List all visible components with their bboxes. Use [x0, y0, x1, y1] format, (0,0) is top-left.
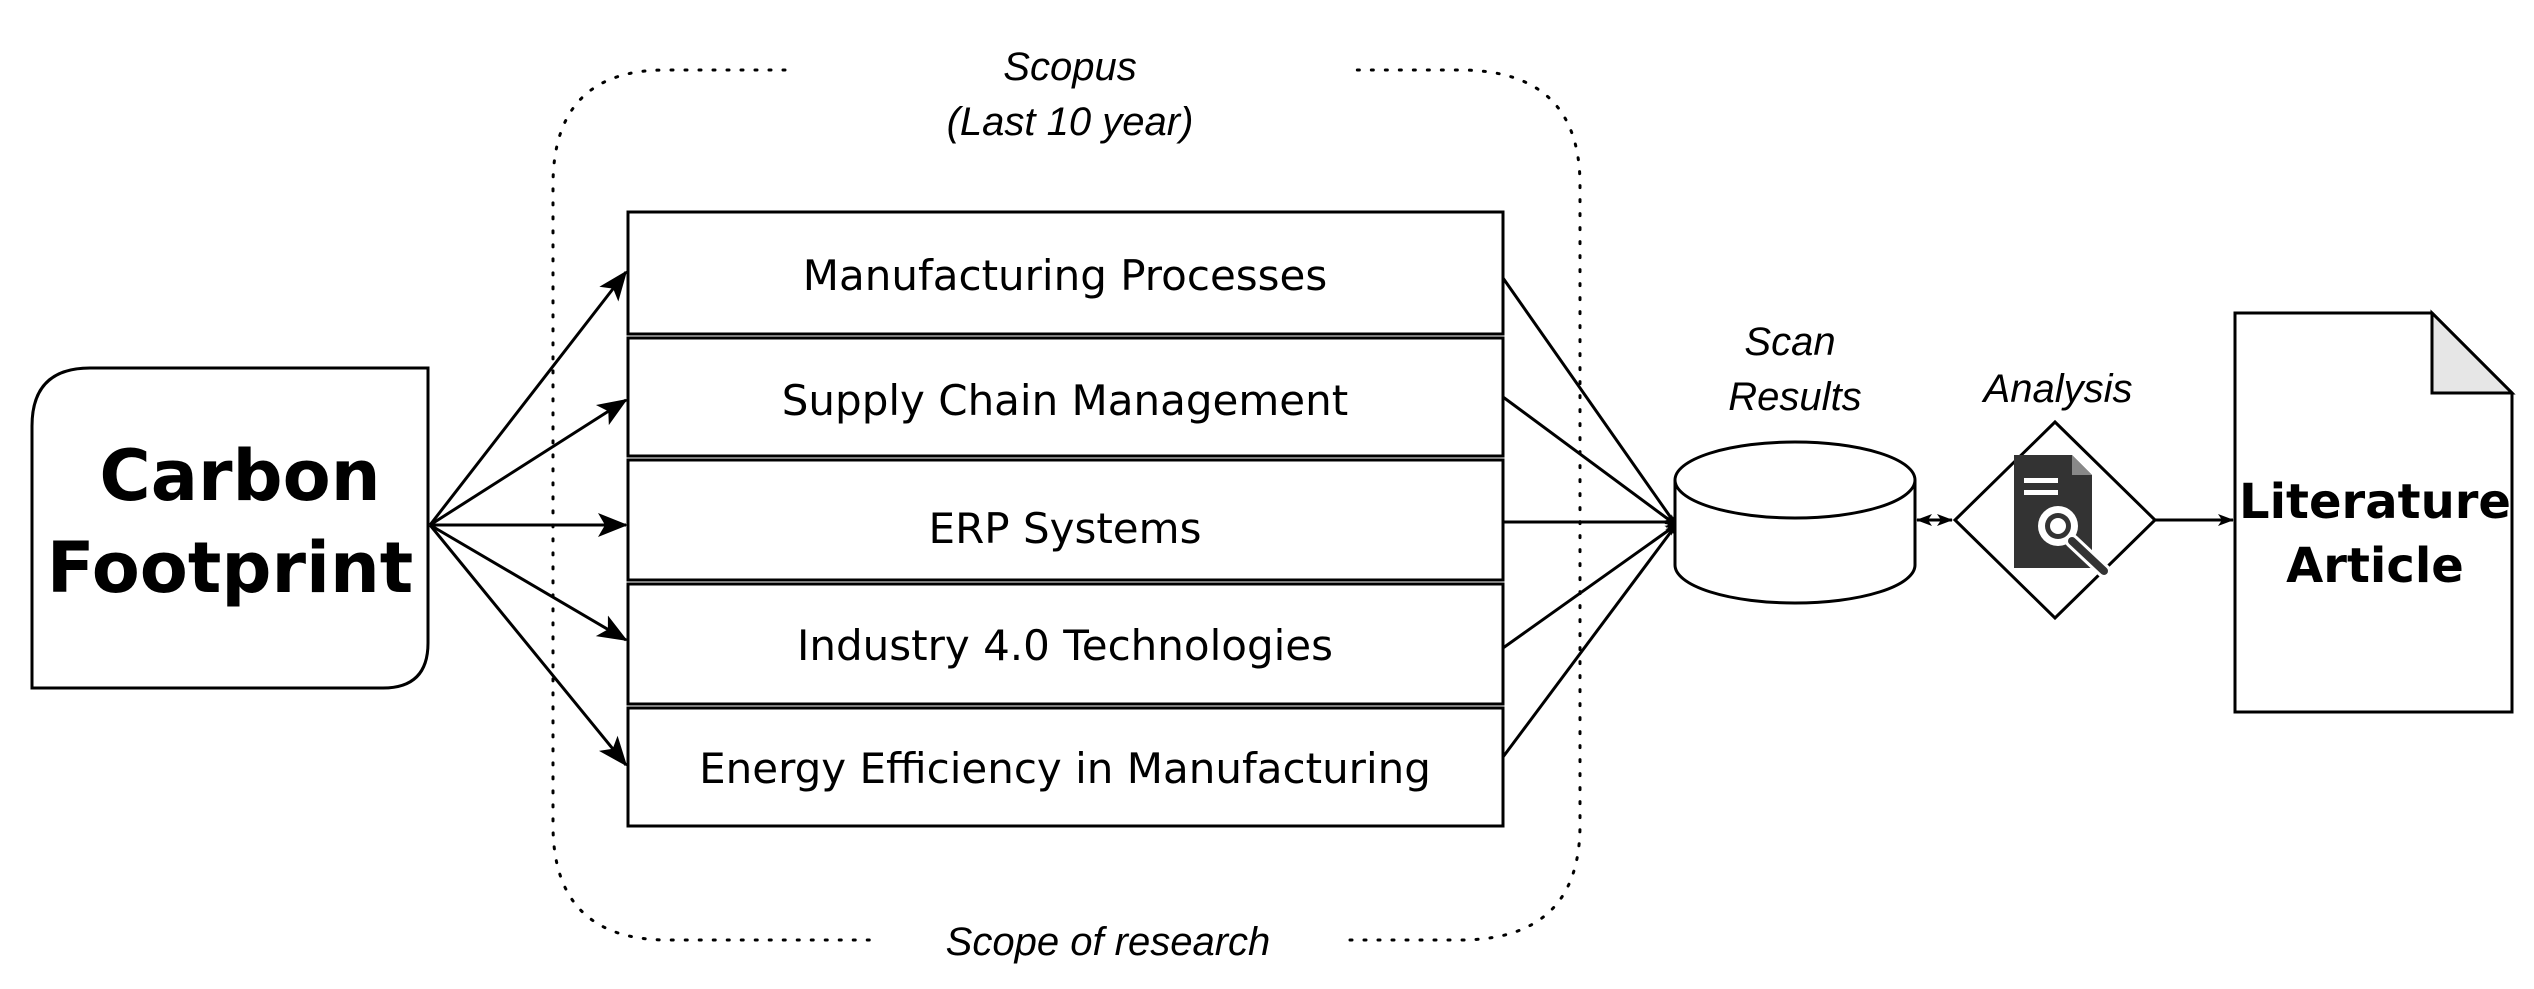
literature-article-label-line1: Literature	[2239, 474, 2511, 530]
arrow-from-industry-4	[1502, 523, 1678, 650]
source-arrows	[428, 270, 628, 767]
topic-box-industry-4	[626, 582, 1505, 706]
arrow-to-supply-chain	[429, 398, 628, 527]
carbon-footprint-label-line2: Footprint	[47, 527, 414, 609]
topic-label: Industry 4.0 Technologies	[797, 621, 1333, 670]
arrow-from-supply-chain	[1502, 395, 1678, 527]
topic-arrows	[1501, 277, 1678, 758]
scan-results-label-line1: Scan	[1744, 320, 1835, 364]
scope-title: Scopus	[1003, 45, 1136, 89]
arrow-from-energy-efficiency	[1501, 523, 1678, 758]
scan-results-database	[1673, 440, 1917, 605]
document-fold	[2430, 309, 2516, 395]
topic-stack: Manufacturing Processes Supply Chain Man…	[626, 210, 1505, 828]
scope-subtitle: (Last 10 year)	[947, 100, 1194, 144]
topic-box-energy-efficiency	[626, 706, 1505, 828]
carbon-footprint-box	[30, 366, 430, 690]
topic-label: Supply Chain Management	[782, 376, 1348, 425]
carbon-footprint-label-line1: Carbon	[99, 435, 380, 517]
analysis-label: Analysis	[1982, 367, 2133, 411]
topic-label: Manufacturing Processes	[803, 251, 1328, 300]
arrow-to-energy-efficiency	[428, 524, 628, 767]
scan-results-label-line2: Results	[1728, 375, 1861, 419]
arrow-from-manufacturing-processes	[1501, 277, 1678, 527]
literature-article-document	[2233, 311, 2514, 714]
topic-box-manufacturing-processes	[626, 210, 1505, 336]
topic-label: ERP Systems	[929, 504, 1202, 553]
document-search-icon	[2014, 455, 2111, 578]
topic-box-supply-chain	[626, 336, 1505, 458]
literature-article-label-line2: Article	[2286, 538, 2464, 594]
scope-footer: Scope of research	[946, 920, 1271, 964]
arrow-to-industry-4	[429, 523, 628, 642]
topic-label: Energy Efficiency in Manufacturing	[699, 744, 1431, 793]
scope-container	[551, 68, 1582, 942]
database-top	[1673, 440, 1917, 520]
topic-box-erp	[626, 458, 1505, 582]
arrow-to-manufacturing-processes	[428, 270, 628, 526]
